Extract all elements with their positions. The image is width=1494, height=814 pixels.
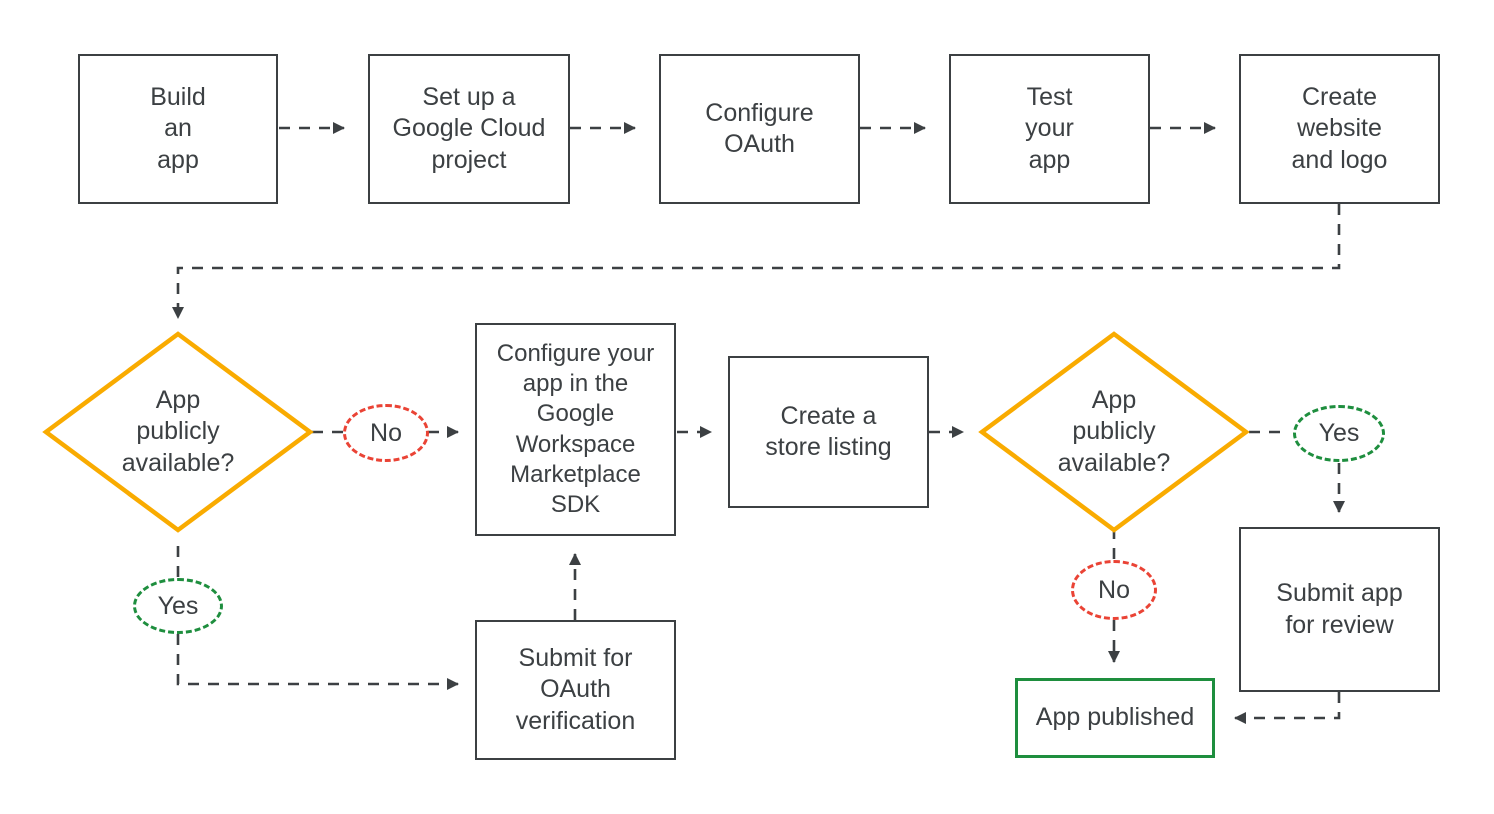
edge-label-no-right: No	[1071, 560, 1157, 620]
edge-submit-review-to-app-published	[1234, 692, 1341, 724]
node-label: App publicly available?	[121, 385, 235, 477]
edge-label-text: No	[370, 418, 402, 447]
node-decision-app-publicly-available-right[interactable]: App publicly available?	[978, 331, 1250, 533]
diamond-shape	[42, 331, 314, 533]
edge-label-no-left: No	[343, 404, 429, 462]
node-create-website-and-logo[interactable]: Create website and logo	[1239, 54, 1440, 204]
node-configure-oauth[interactable]: Configure OAuth	[659, 54, 860, 204]
node-set-up-google-cloud-project[interactable]: Set up a Google Cloud project	[368, 54, 570, 204]
node-label: Configure OAuth	[705, 98, 814, 159]
node-label: Test your app	[1025, 82, 1074, 174]
edge-label-text: Yes	[157, 591, 199, 620]
edge-label-text: Yes	[1318, 419, 1360, 447]
diamond-shape	[978, 331, 1250, 533]
node-label: App publicly available?	[1057, 385, 1171, 477]
node-label: Submit app for review	[1276, 579, 1403, 639]
edge-label-yes-left: Yes	[133, 578, 223, 634]
node-test-your-app[interactable]: Test your app	[949, 54, 1150, 204]
node-build-an-app[interactable]: Build an app	[78, 54, 278, 204]
node-submit-app-for-review[interactable]: Submit app for review	[1239, 527, 1440, 692]
node-label: Set up a Google Cloud project	[392, 82, 546, 174]
node-label: App published	[1035, 703, 1195, 732]
node-configure-marketplace-sdk[interactable]: Configure your app in the Google Workspa…	[475, 323, 676, 536]
node-submit-oauth-verification[interactable]: Submit for OAuth verification	[475, 620, 676, 760]
edge-label-yes-right: Yes	[1293, 405, 1385, 462]
node-label: Create website and logo	[1291, 82, 1388, 174]
node-label: Build an app	[150, 82, 206, 174]
edge-website-to-decision-left	[172, 204, 1341, 319]
node-app-published[interactable]: App published	[1015, 678, 1215, 758]
edge-label-text: No	[1098, 575, 1130, 604]
node-decision-app-publicly-available-left[interactable]: App publicly available?	[42, 331, 314, 533]
edge-yes-to-oauth-verification	[176, 634, 459, 690]
node-create-store-listing[interactable]: Create a store listing	[728, 356, 929, 508]
node-label: Configure your app in the Google Workspa…	[496, 339, 655, 518]
node-label: Submit for OAuth verification	[515, 643, 636, 735]
node-label: Create a store listing	[765, 401, 892, 462]
